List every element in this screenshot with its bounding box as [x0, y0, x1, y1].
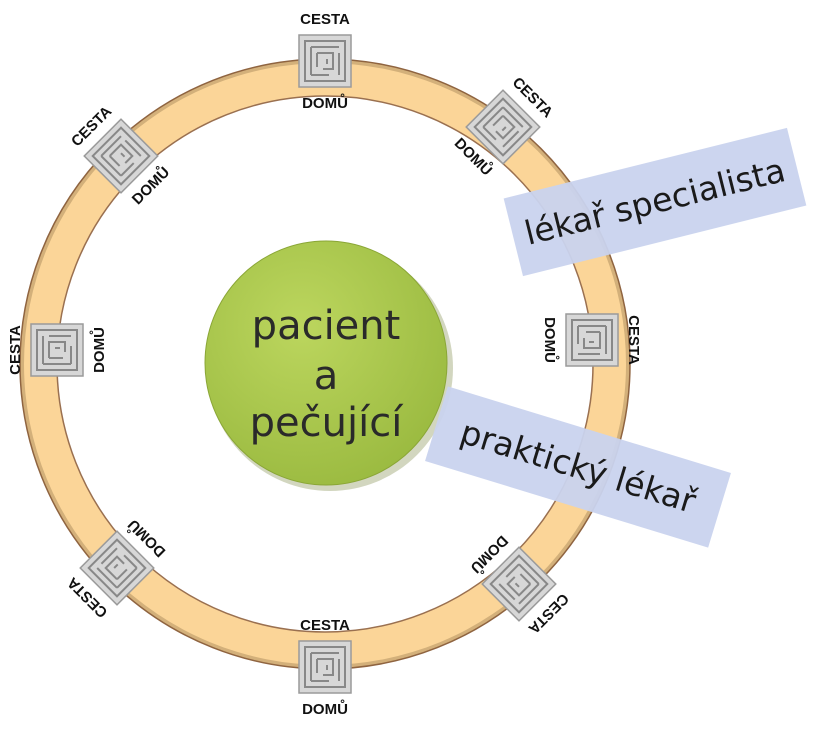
center-line-a: a — [314, 353, 339, 399]
maze-icon — [465, 89, 541, 165]
cesta-domu-badge-right: CESTA DOMŮ — [541, 313, 642, 367]
center-circle — [204, 240, 448, 486]
maze-icon — [79, 530, 155, 606]
badge-top-label: CESTA — [300, 11, 350, 28]
maze-icon — [30, 323, 84, 377]
role-specialist-box — [503, 127, 807, 277]
cesta-domu-badge-bottom-left: CESTA DOMŮ — [64, 516, 169, 621]
center-node: pacient a pečující — [204, 240, 453, 491]
badge-bottom-label: DOMŮ — [302, 699, 348, 718]
center-line-pecujici: pečující — [250, 400, 405, 446]
cesta-domu-badge-left: CESTA DOMŮ — [7, 323, 108, 377]
cesta-domu-badge-bottom-right: CESTA DOMŮ — [467, 532, 572, 637]
badge-top-label: CESTA — [7, 325, 24, 375]
cesta-domu-badge-bottom: CESTA DOMŮ — [298, 617, 352, 718]
cesta-domu-badge-top: CESTA DOMŮ — [298, 11, 352, 112]
center-line-pacient: pacient — [252, 303, 401, 349]
maze-icon — [298, 34, 352, 88]
badge-top-label: CESTA — [300, 617, 350, 634]
badge-top-label: CESTA — [625, 315, 642, 365]
maze-icon — [298, 640, 352, 694]
maze-icon — [481, 546, 557, 622]
badge-bottom-label: DOMŮ — [302, 93, 348, 112]
badge-bottom-label: DOMŮ — [89, 327, 108, 373]
maze-icon — [565, 313, 619, 367]
maze-icon — [83, 118, 159, 194]
badge-bottom-label: DOMŮ — [541, 317, 560, 363]
role-general-box — [425, 386, 731, 548]
role-specialist: lékař specialista — [503, 127, 807, 277]
